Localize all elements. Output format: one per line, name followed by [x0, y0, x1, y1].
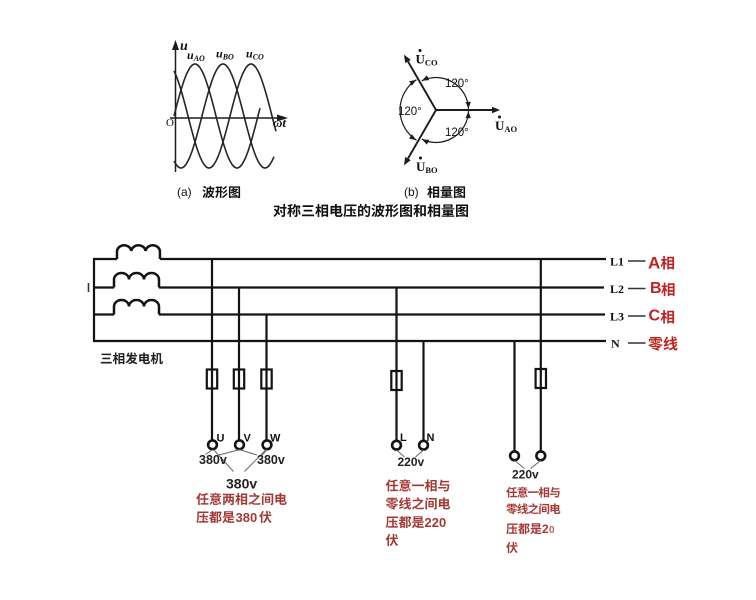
svg-text:W: W	[270, 433, 281, 445]
svg-text:L1: L1	[610, 255, 624, 269]
svg-text:A: A	[648, 254, 660, 273]
svg-text:2: 2	[542, 522, 549, 536]
svg-text:380v: 380v	[257, 453, 285, 467]
svg-text:uCO: uCO	[246, 47, 264, 62]
svg-text:380v: 380v	[199, 453, 227, 467]
svg-text:(a): (a)	[177, 185, 192, 199]
svg-text:220: 220	[425, 515, 447, 530]
svg-text:N: N	[427, 432, 435, 444]
svg-text:120°: 120°	[445, 78, 469, 90]
svg-text:220v: 220v	[512, 468, 539, 482]
svg-text:U: U	[217, 433, 225, 445]
svg-text:ωt: ωt	[273, 115, 286, 130]
svg-text:V: V	[244, 433, 252, 445]
svg-text:120°: 120°	[398, 106, 422, 118]
svg-text:N: N	[611, 337, 620, 351]
svg-text:120°: 120°	[445, 127, 469, 139]
svg-text:uAO: uAO	[187, 48, 205, 63]
svg-text:B: B	[650, 280, 662, 297]
svg-text:UAO: UAO	[495, 118, 518, 134]
svg-text:uBO: uBO	[216, 47, 234, 62]
svg-text:380v: 380v	[226, 476, 257, 492]
svg-text:(b): (b)	[404, 185, 419, 199]
svg-text:220v: 220v	[398, 455, 425, 469]
svg-text:0: 0	[549, 525, 555, 536]
svg-text:380: 380	[236, 510, 258, 525]
svg-text:UCO: UCO	[416, 52, 439, 68]
svg-text:O: O	[166, 117, 174, 129]
svg-text:L2: L2	[610, 282, 624, 296]
svg-text:u: u	[180, 39, 188, 54]
svg-text:L3: L3	[610, 310, 624, 324]
svg-text:UBO: UBO	[416, 159, 438, 175]
svg-text:L: L	[400, 432, 407, 444]
svg-text:C: C	[649, 308, 661, 325]
